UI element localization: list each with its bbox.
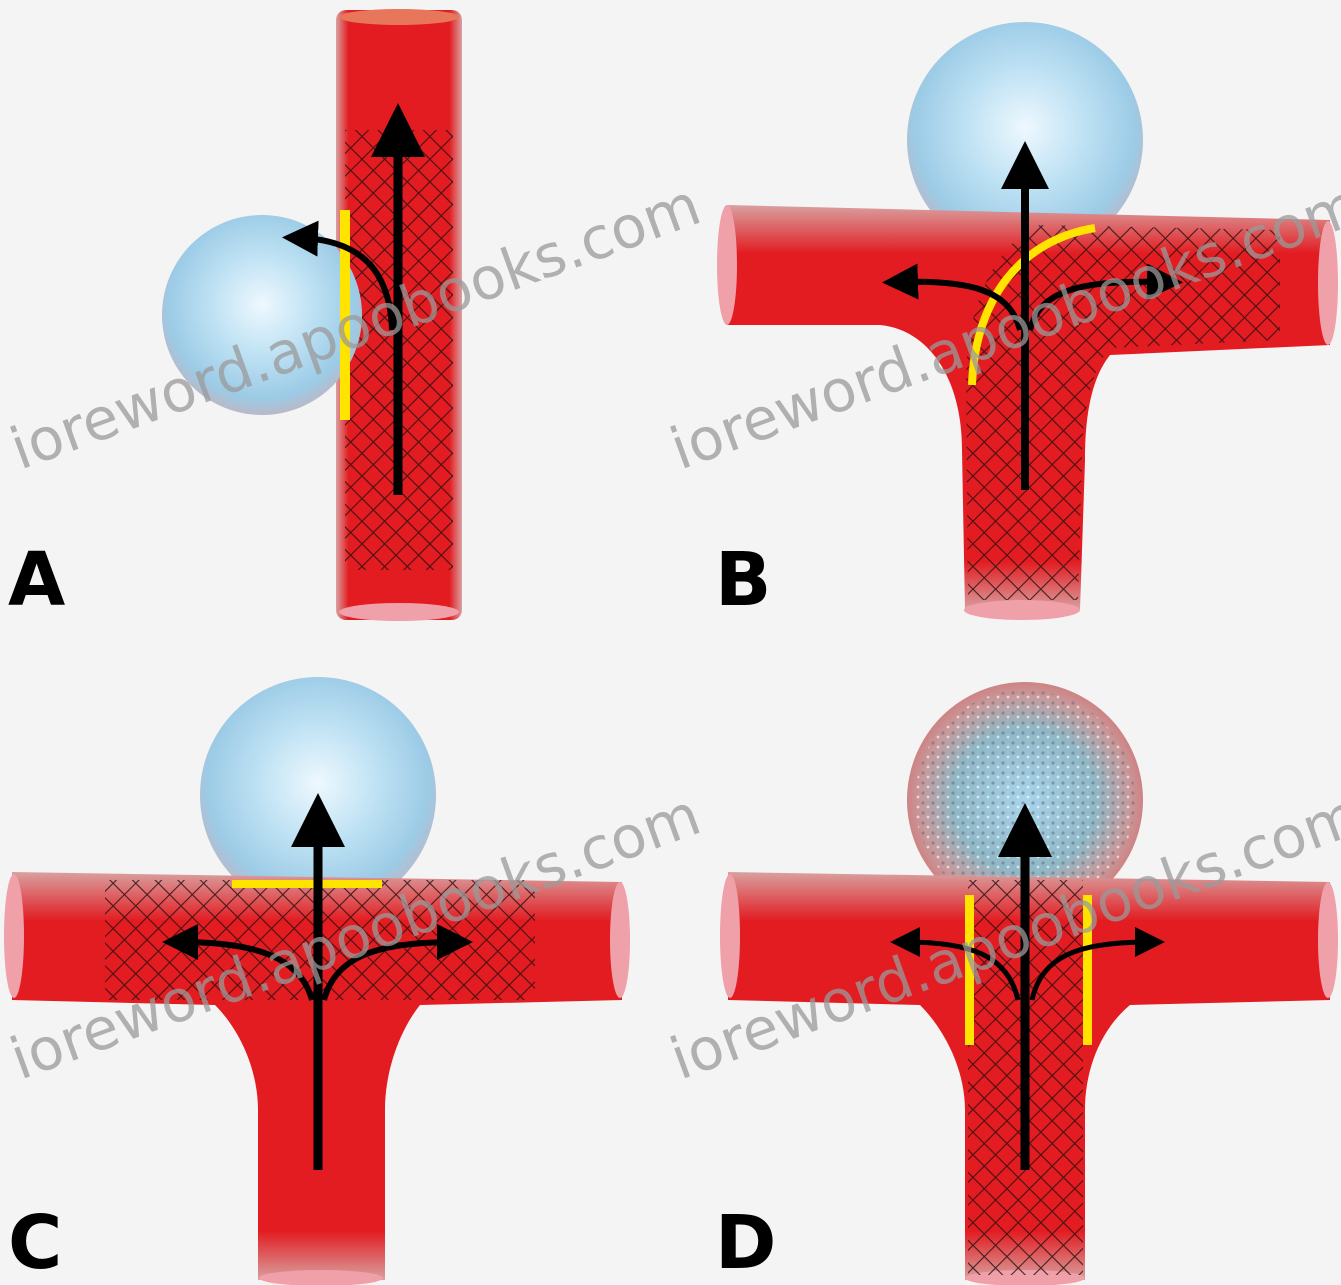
panel-label-d: D — [715, 1200, 776, 1285]
vessel-right-opening — [1318, 882, 1338, 998]
vessel-left-opening — [717, 205, 737, 325]
vessel-bottom-opening — [964, 600, 1080, 620]
vessel-left-opening — [720, 874, 740, 998]
panel-b: ioreword.apoobooks.com B — [662, 22, 1341, 623]
panel-label-b: B — [715, 537, 771, 623]
panel-d: ioreword.apoobooks.com D — [662, 682, 1341, 1285]
vessel-right-opening — [610, 882, 630, 998]
vessel-left-opening — [4, 874, 24, 998]
vessel-bottom-opening — [339, 603, 459, 621]
panel-label-a: A — [8, 537, 65, 623]
panel-c: ioreword.apoobooks.com C — [2, 677, 709, 1285]
panel-a: ioreword.apoobooks.com A — [2, 9, 709, 623]
coil-edge — [232, 880, 382, 888]
vessel-top-opening — [339, 9, 459, 25]
panel-label-c: C — [8, 1200, 62, 1285]
